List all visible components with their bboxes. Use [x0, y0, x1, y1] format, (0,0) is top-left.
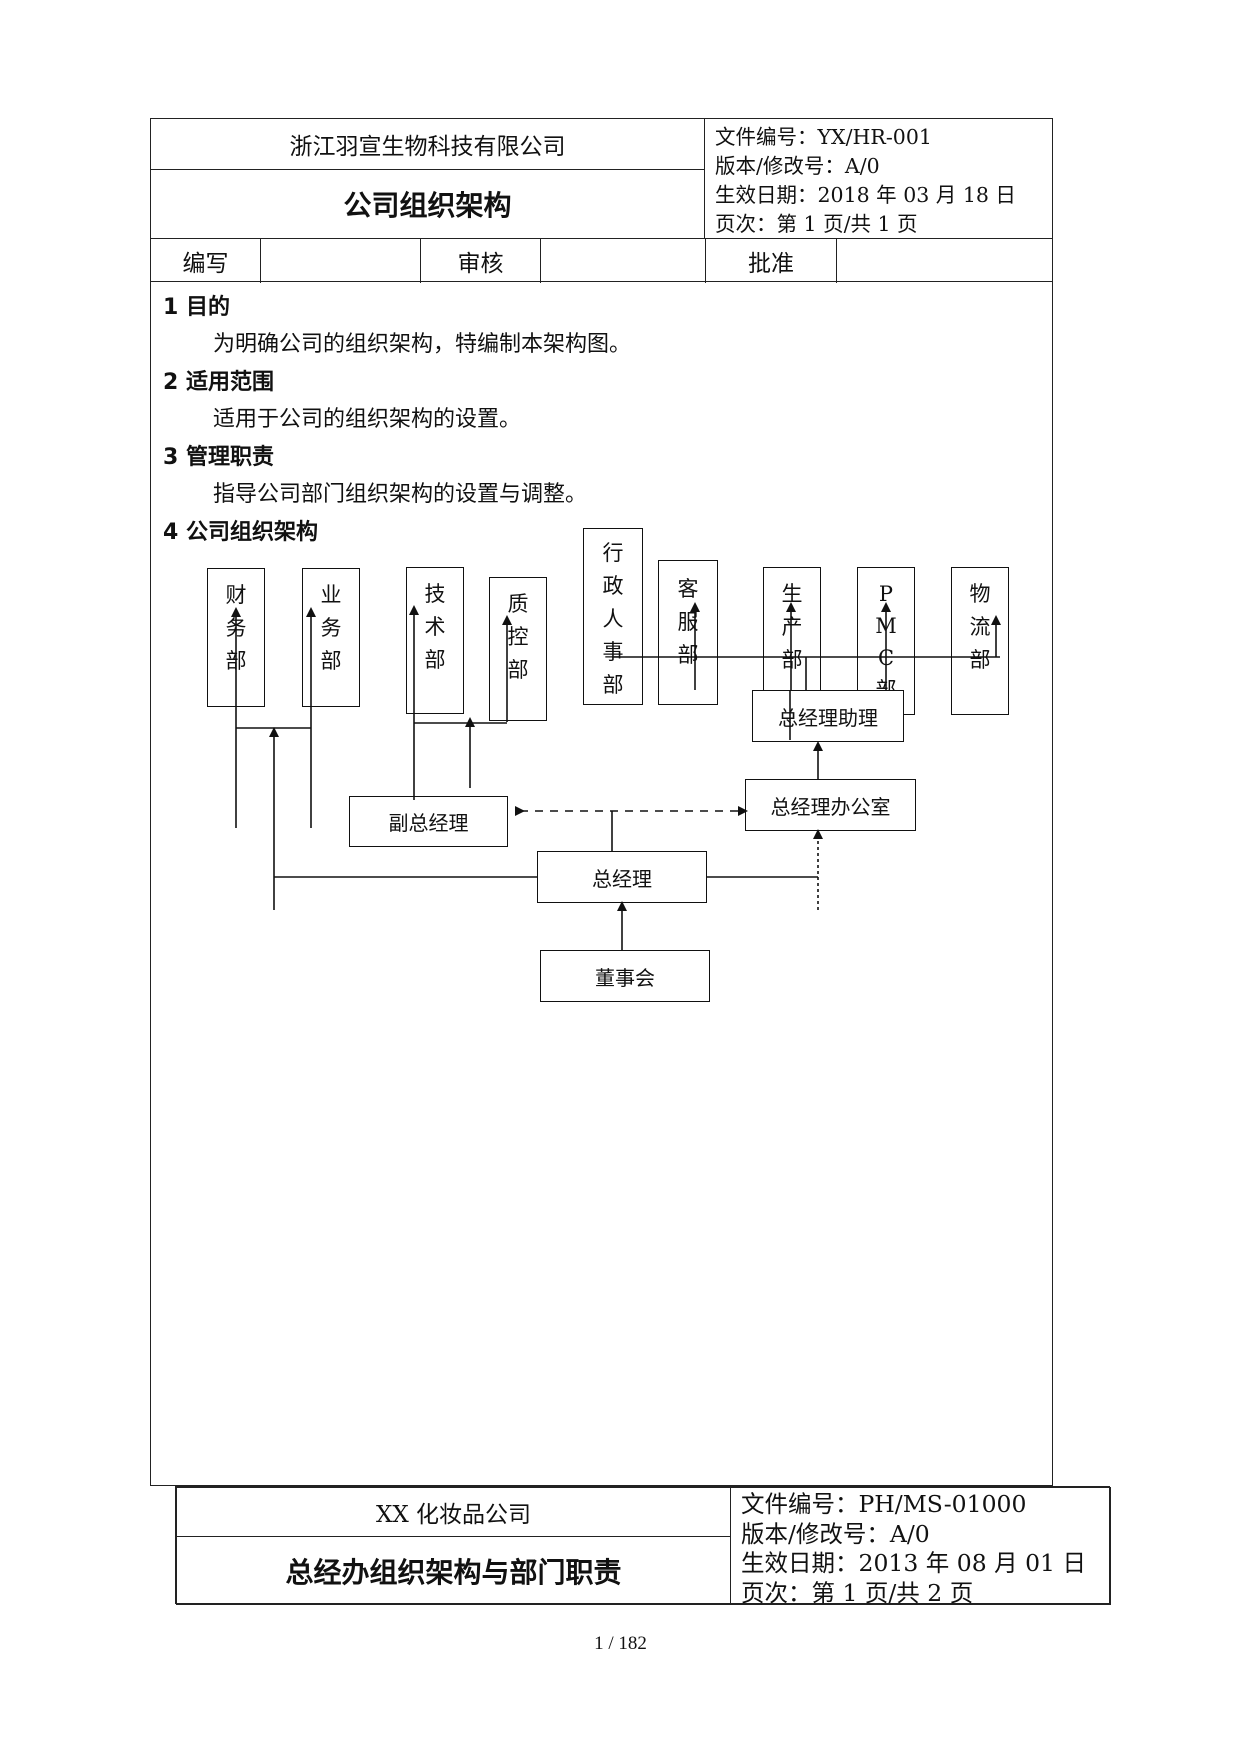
page-indicator: 1 / 182	[594, 1633, 647, 1654]
dept-char: C	[877, 646, 895, 670]
dept-char: 事	[602, 640, 624, 664]
company-name: 浙江羽宣生物科技有限公司	[150, 118, 705, 170]
dept-char: 生	[781, 582, 803, 606]
sign-write-field	[261, 239, 421, 283]
dept-char: 人	[602, 607, 624, 631]
doc-number: 文件编号：YX/HR-001	[715, 125, 932, 149]
doc-number-2: 文件编号：PH/MS-01000	[741, 1490, 1027, 1518]
gm-assistant-box: 总经理助理	[752, 690, 904, 742]
dept-char: 行	[602, 541, 624, 565]
dept-char: 产	[781, 615, 803, 639]
company-name-2: XX 化妆品公司	[176, 1487, 731, 1537]
dept-qc-box: 质 控 部	[489, 577, 547, 721]
document-frame	[150, 118, 1053, 1486]
sign-review-field	[541, 239, 706, 283]
section-text-scope: 适用于公司的组织架构的设置。	[213, 407, 522, 432]
dept-production-box: 生 产 部	[763, 567, 821, 715]
second-document-header: XX 化妆品公司 总经办组织架构与部门职责 文件编号：PH/MS-01000 版…	[175, 1486, 1111, 1607]
dept-char: P	[878, 582, 894, 606]
section-heading-org-chart: 4 公司组织架构	[163, 520, 318, 545]
dept-char: 服	[677, 610, 699, 634]
dept-char: 术	[424, 615, 446, 639]
sign-write-label: 编写	[151, 239, 261, 283]
signature-row: 编写 审核 批准	[150, 238, 1053, 283]
deputy-gm-box: 副总经理	[349, 796, 508, 847]
section-text-purpose: 为明确公司的组织架构，特编制本架构图。	[213, 332, 632, 357]
dept-char: 物	[969, 582, 991, 606]
section-heading-purpose: 1 目的	[163, 295, 230, 320]
dept-char: 部	[677, 643, 699, 667]
section-text-duties: 指导公司部门组织架构的设置与调整。	[213, 482, 588, 507]
doc-effective-date-2: 生效日期：2013 年 08 月 01 日	[741, 1549, 1086, 1577]
section-heading-scope: 2 适用范围	[163, 370, 274, 395]
dept-char: 部	[424, 648, 446, 672]
dept-char: 部	[781, 648, 803, 672]
dept-char: 务	[320, 616, 342, 640]
board-box: 董事会	[540, 950, 710, 1002]
dept-char: 财	[225, 583, 247, 607]
gm-office-box: 总经理办公室	[745, 779, 916, 831]
dept-char: 部	[225, 649, 247, 673]
doc-version-2: 版本/修改号：A/0	[741, 1519, 930, 1548]
dept-char: 质	[507, 592, 529, 616]
sign-approve-field	[837, 239, 1052, 283]
dept-char: 部	[969, 648, 991, 672]
dept-char: 控	[507, 625, 529, 649]
doc-pages: 页次：第 1 页/共 1 页	[715, 212, 918, 236]
dept-logistics-box: 物 流 部	[951, 567, 1009, 715]
dept-char: 政	[602, 574, 624, 598]
dept-finance-box: 财 务 部	[207, 568, 265, 707]
dept-char: 部	[320, 649, 342, 673]
section-heading-duties: 3 管理职责	[163, 445, 274, 470]
dept-char: M	[875, 614, 897, 638]
dept-char: 流	[969, 615, 991, 639]
dept-char: 务	[225, 616, 247, 640]
dept-tech-box: 技 术 部	[406, 567, 464, 714]
doc-pages-2: 页次：第 1 页/共 2 页	[741, 1578, 974, 1607]
dept-char: 客	[677, 577, 699, 601]
dept-char: 部	[507, 658, 529, 682]
dept-char: 技	[424, 582, 446, 606]
dept-char: 业	[320, 583, 342, 607]
dept-business-box: 业 务 部	[302, 568, 360, 707]
doc-effective-date: 生效日期：2018 年 03 月 18 日	[715, 183, 1016, 207]
dept-customer-service-box: 客 服 部	[658, 560, 718, 705]
sign-approve-label: 批准	[706, 239, 837, 283]
document-header: 浙江羽宣生物科技有限公司 公司组织架构 文件编号：YX/HR-001 版本/修改…	[150, 118, 1053, 283]
document-meta: 文件编号：YX/HR-001 版本/修改号：A/0 生效日期：2018 年 03…	[704, 118, 1053, 239]
document-title: 公司组织架构	[150, 169, 705, 239]
doc-version: 版本/修改号：A/0	[715, 154, 880, 178]
gm-box: 总经理	[537, 851, 707, 903]
document-title-2: 总经办组织架构与部门职责	[176, 1536, 731, 1605]
dept-char: 部	[602, 673, 624, 697]
sign-review-label: 审核	[421, 239, 541, 283]
document-meta-2: 文件编号：PH/MS-01000 版本/修改号：A/0 生效日期：2013 年 …	[730, 1487, 1111, 1607]
dept-admin-hr-box: 行 政 人 事 部	[583, 528, 643, 705]
